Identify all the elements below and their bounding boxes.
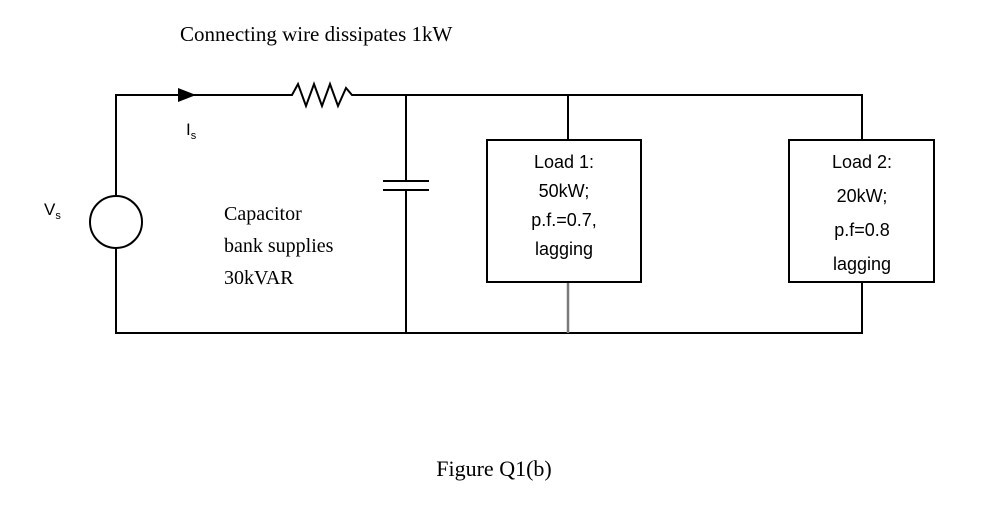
capacitor-text: Capacitor bank supplies 30kVAR: [224, 203, 334, 289]
capacitor-icon: [383, 180, 429, 191]
resistor-icon: [284, 81, 363, 109]
svg-text:p.f.=0.7,: p.f.=0.7,: [531, 210, 597, 230]
current-arrow-icon: [178, 88, 196, 102]
circuit-wires: [115, 94, 863, 334]
load-1-box: Load 1: 50kW; p.f.=0.7, lagging: [486, 139, 642, 283]
svg-text:20kW;: 20kW;: [837, 186, 888, 206]
svg-text:50kW;: 50kW;: [539, 181, 590, 201]
current-label: Is: [186, 120, 197, 142]
svg-text:lagging: lagging: [833, 254, 891, 274]
svg-text:30kVAR: 30kVAR: [224, 267, 294, 289]
figure-caption: Figure Q1(b): [436, 456, 551, 481]
svg-text:Capacitor: Capacitor: [224, 203, 302, 225]
source-label: Vs: [44, 200, 61, 222]
svg-text:lagging: lagging: [535, 239, 593, 259]
svg-text:Load 2:: Load 2:: [832, 152, 892, 172]
load-2-box: Load 2: 20kW; p.f=0.8 lagging: [788, 139, 935, 283]
svg-text:Load 1:: Load 1:: [534, 152, 594, 172]
top-caption: Connecting wire dissipates 1kW: [180, 22, 453, 46]
svg-text:p.f=0.8: p.f=0.8: [834, 220, 890, 240]
svg-text:bank supplies: bank supplies: [224, 235, 334, 257]
voltage-source-icon: [89, 195, 143, 249]
